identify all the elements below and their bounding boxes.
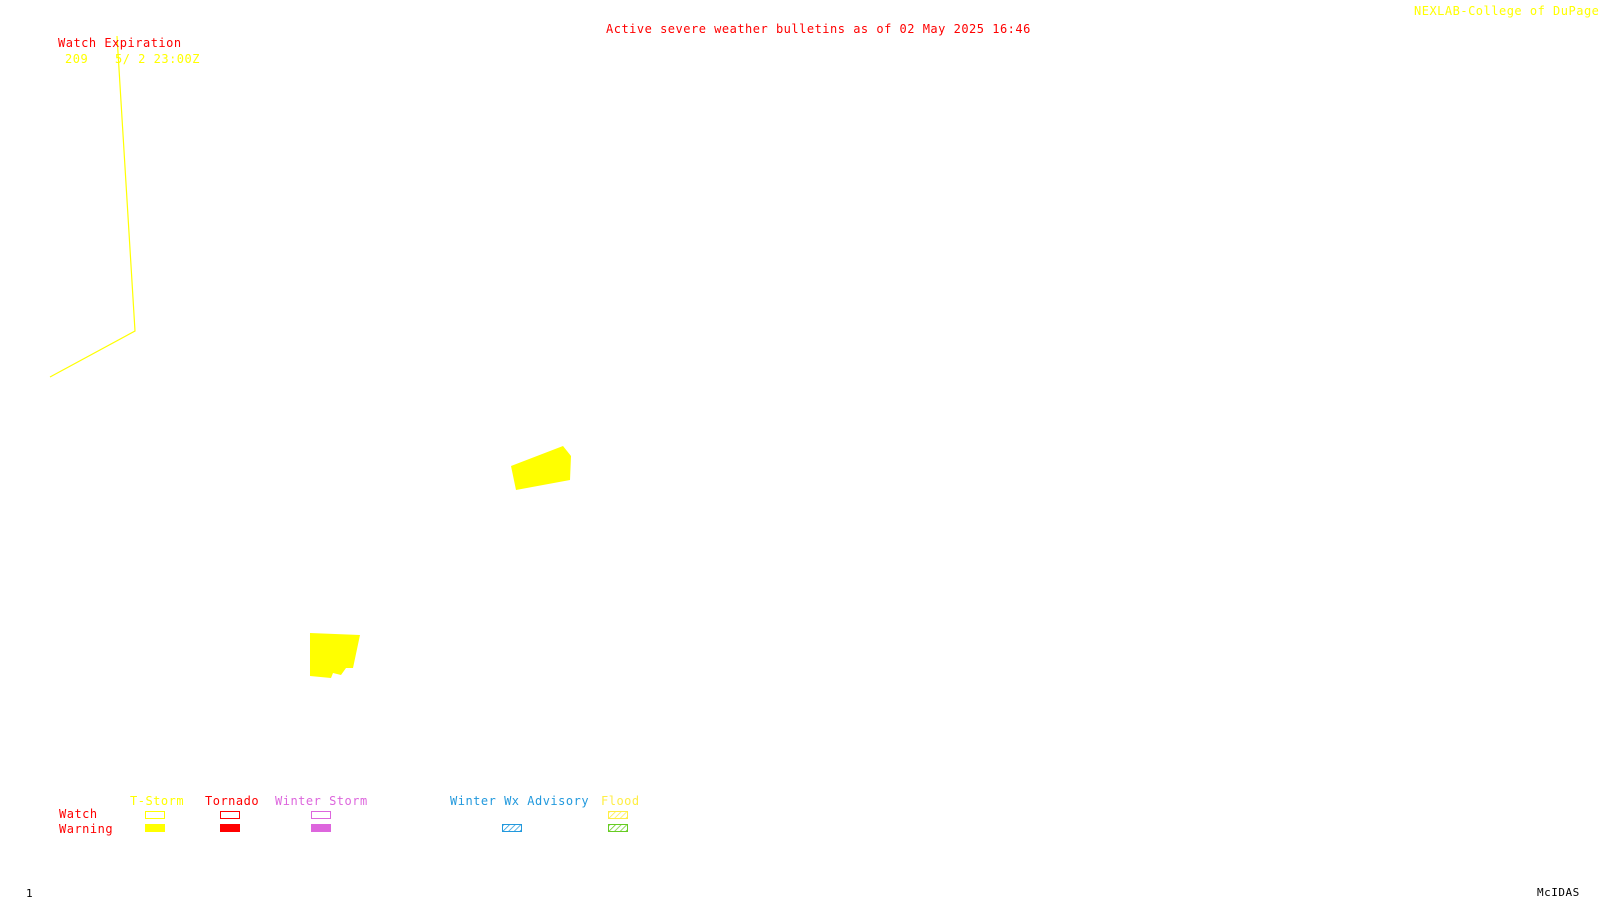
winter-storm-watch-swatch — [311, 811, 331, 819]
winter-storm-warning-swatch — [311, 824, 331, 832]
watch-209-outline[interactable] — [49, 35, 136, 378]
legend-label-winter-storm: Winter Storm — [275, 794, 368, 808]
legend-label-tstorm: T-Storm — [130, 794, 185, 808]
tstorm-watch-swatch — [145, 811, 165, 819]
flood-warning-swatch — [608, 824, 628, 832]
legend-row-warning: Warning — [59, 822, 114, 836]
tornado-watch-swatch — [220, 811, 240, 819]
watch-number: 209 — [65, 52, 89, 66]
watch-expiration-heading: Watch Expiration — [58, 36, 182, 50]
frame-number: 1 — [26, 887, 34, 900]
winter-wx-advisory-swatch — [502, 824, 522, 832]
tornado-warning-swatch — [220, 824, 240, 832]
legend-label-flood: Flood — [601, 794, 640, 808]
legend-label-winter-wx-advisory: Winter Wx Advisory — [450, 794, 590, 808]
flood-watch-swatch — [608, 811, 628, 819]
legend-row-watch: Watch — [59, 807, 98, 821]
software-label: McIDAS — [1537, 886, 1580, 899]
legend-label-tornado: Tornado — [205, 794, 260, 808]
watch-expiration-time: 5/ 2 23:00Z — [115, 52, 200, 66]
credit-label: NEXLAB-College of DuPage R — [1414, 4, 1600, 18]
page-title: Active severe weather bulletins as of 02… — [606, 22, 1031, 36]
tstorm-warning-swatch — [145, 824, 165, 832]
tstorm-warning-polygon[interactable] — [511, 446, 571, 490]
tstorm-warning-polygon[interactable] — [310, 633, 360, 678]
